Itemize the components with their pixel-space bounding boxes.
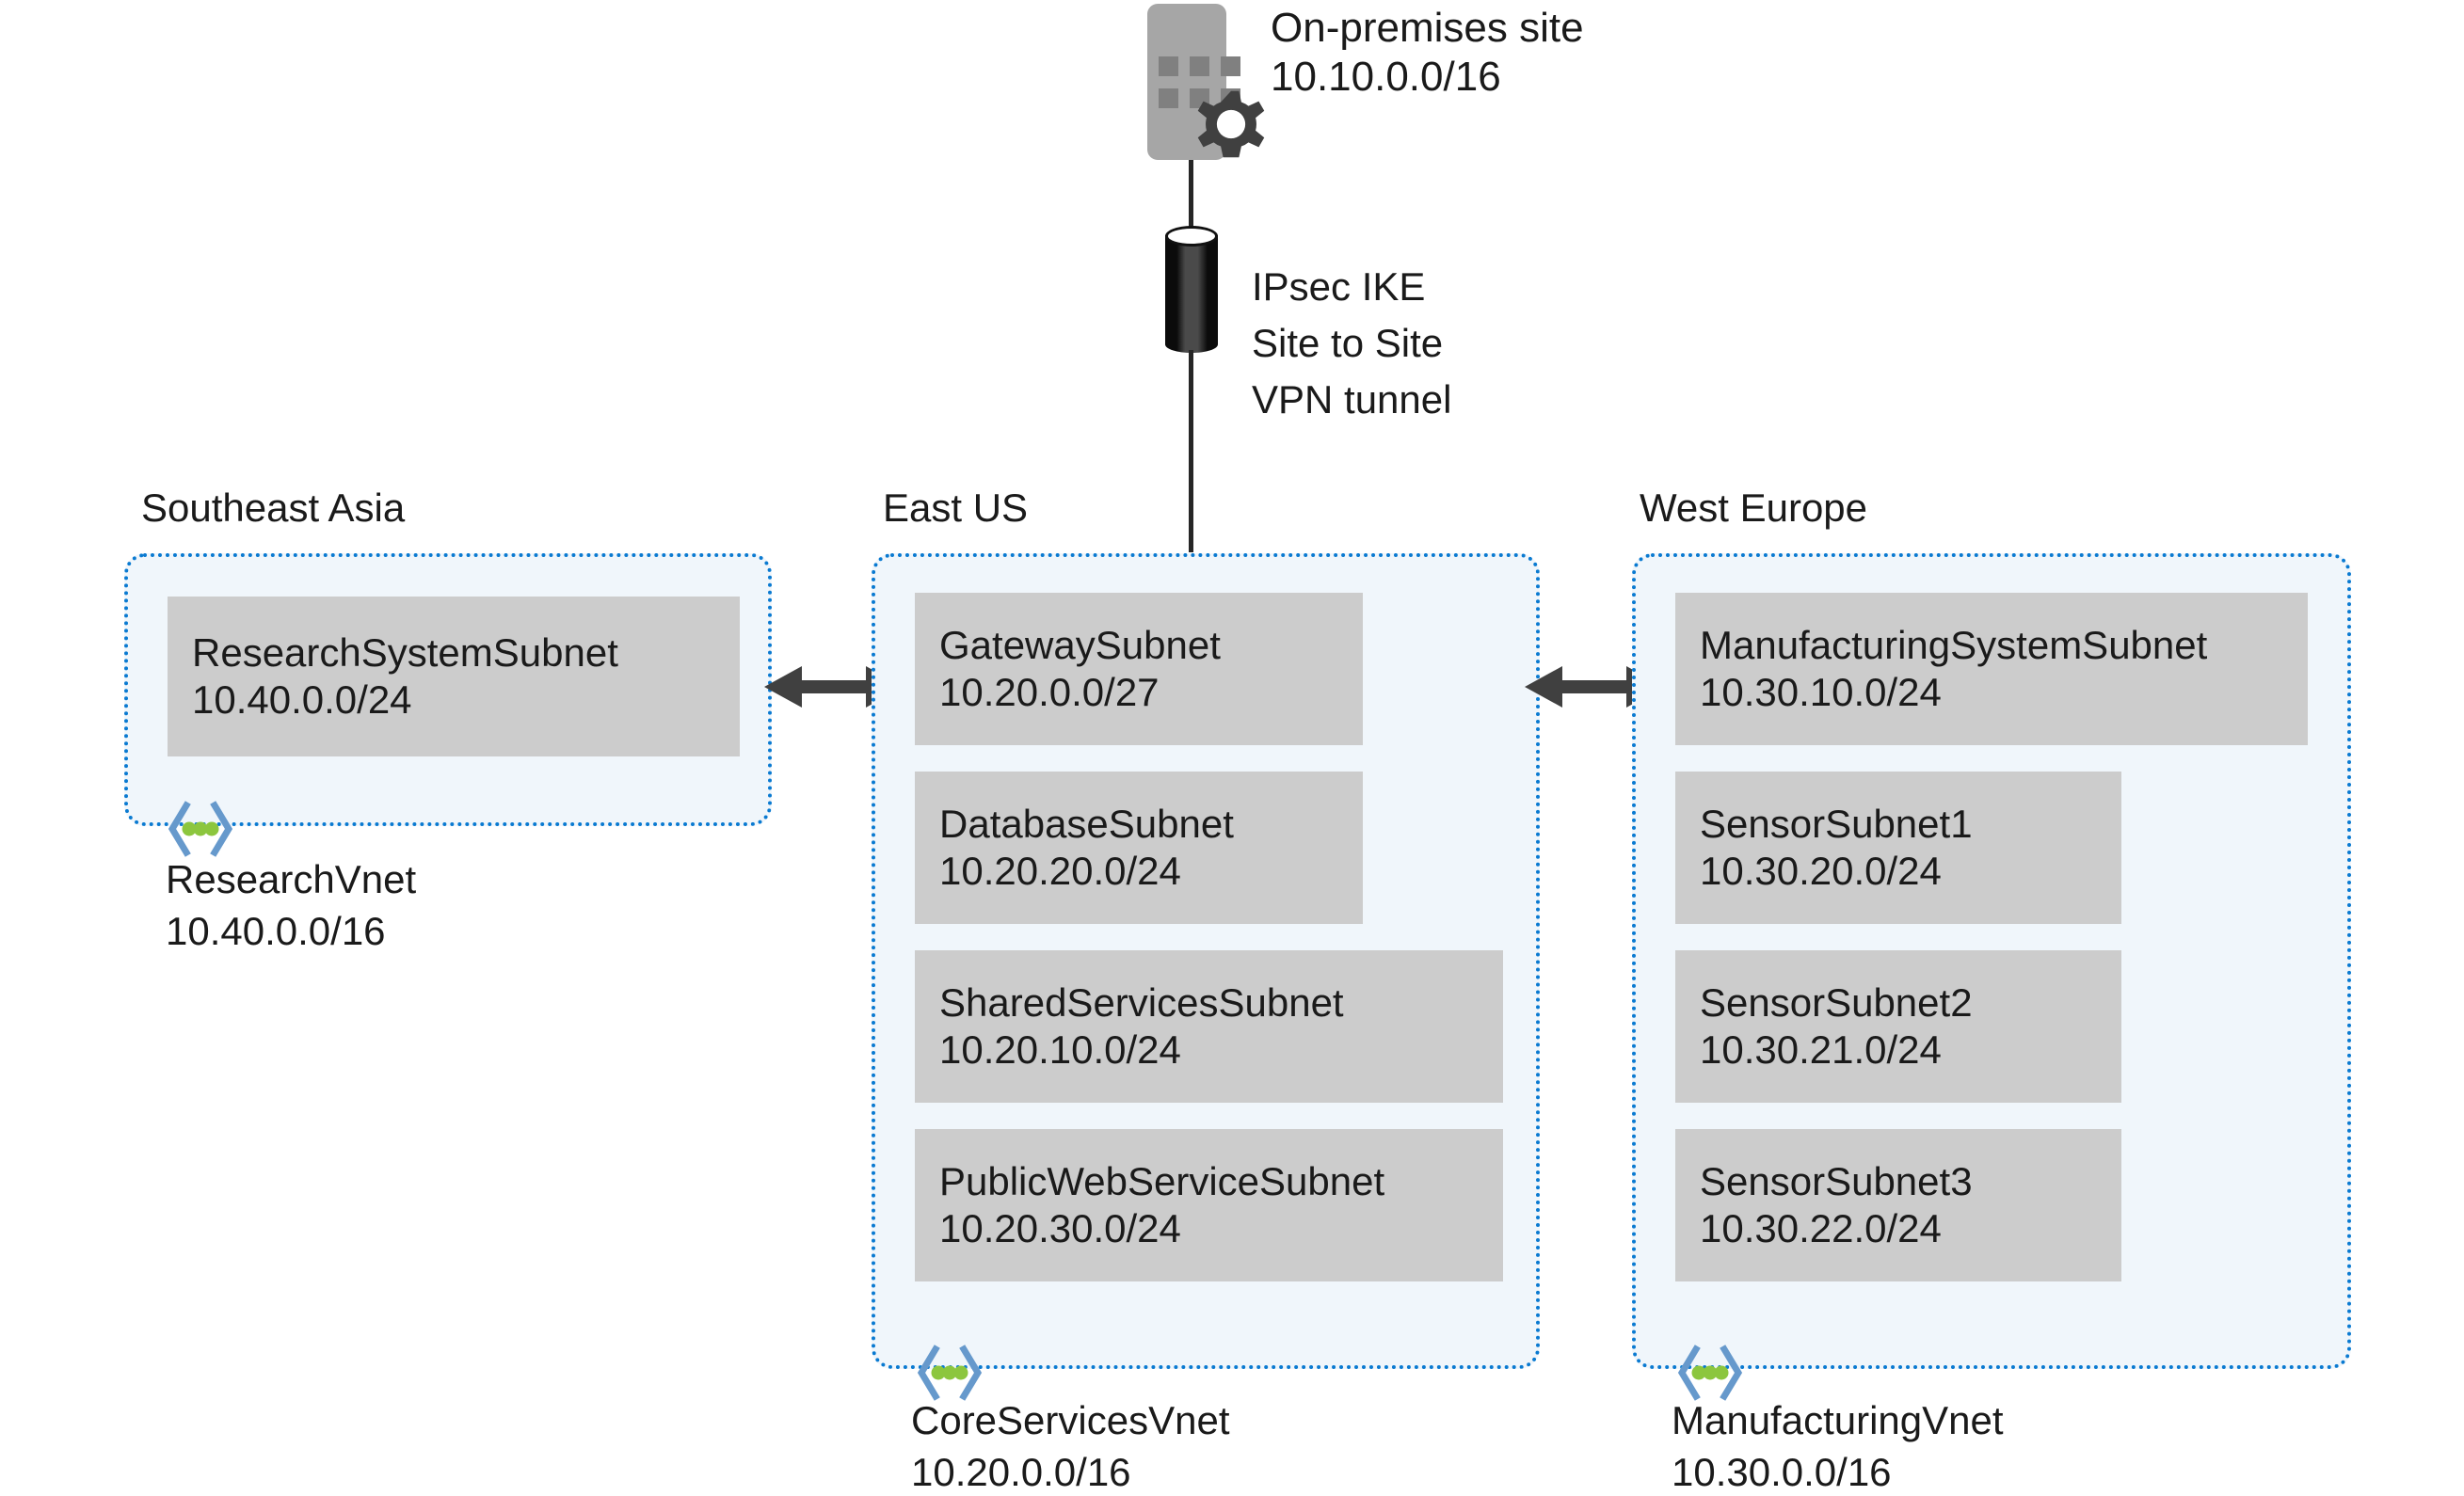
subnet-cidr: 10.40.0.0/24 [192, 677, 412, 722]
tunnel-cylinder-cap [1165, 226, 1218, 247]
region-label-west-europe: West Europe [1640, 485, 1868, 530]
subnet-name: DatabaseSubnet [939, 801, 1234, 846]
vpn-tunnel-icon [1165, 226, 1218, 358]
subnet-sensor-3[interactable]: SensorSubnet3 10.30.22.0/24 [1675, 1129, 2121, 1281]
vnet-cidr-manufacturing: 10.30.0.0/16 [1672, 1450, 1892, 1494]
region-label-southeast-asia: Southeast Asia [141, 485, 406, 530]
subnet-cidr: 10.20.20.0/24 [939, 849, 1181, 893]
subnet-gateway[interactable]: GatewaySubnet 10.20.0.0/27 [915, 593, 1363, 745]
subnet-name: ManufacturingSystemSubnet [1700, 622, 2208, 667]
subnet-cidr: 10.20.30.0/24 [939, 1206, 1181, 1250]
vpn-line-lower [1189, 350, 1193, 552]
subnet-cidr: 10.30.22.0/24 [1700, 1206, 1942, 1250]
region-label-east-us: East US [883, 485, 1029, 530]
subnet-name: SensorSubnet2 [1700, 979, 1973, 1025]
subnet-cidr: 10.30.21.0/24 [1700, 1027, 1942, 1072]
peering-arrow-core-manufacturing[interactable] [1525, 660, 1664, 713]
vnet-cidr-research: 10.40.0.0/16 [166, 909, 386, 953]
on-premises-server-icon [1147, 4, 1265, 160]
vnet-cidr-core-services: 10.20.0.0/16 [911, 1450, 1131, 1494]
vnet-name-research: ResearchVnet [166, 857, 417, 901]
vnet-chevron-dots-icon [1677, 1345, 1743, 1401]
tunnel-cylinder-body [1165, 235, 1218, 353]
vnet-chevron-dots-icon [917, 1345, 983, 1401]
subnet-name: SensorSubnet3 [1700, 1158, 1973, 1203]
subnet-cidr: 10.20.10.0/24 [939, 1027, 1181, 1072]
subnet-database[interactable]: DatabaseSubnet 10.20.20.0/24 [915, 772, 1363, 924]
gear-icon [1197, 90, 1265, 158]
subnet-name: ResearchSystemSubnet [192, 629, 618, 675]
vnet-name-core-services: CoreServicesVnet [911, 1398, 1230, 1442]
subnet-name: SharedServicesSubnet [939, 979, 1344, 1025]
tunnel-label-line3: VPN tunnel [1252, 377, 1452, 422]
subnet-cidr: 10.20.0.0/27 [939, 670, 1160, 714]
subnet-public-web-service[interactable]: PublicWebServiceSubnet 10.20.30.0/24 [915, 1129, 1503, 1281]
vnet-name-manufacturing: ManufacturingVnet [1672, 1398, 2004, 1442]
vpn-line-upper [1189, 160, 1193, 235]
subnet-research-system[interactable]: ResearchSystemSubnet 10.40.0.0/24 [168, 597, 740, 756]
peering-arrow-research-core[interactable] [764, 660, 904, 713]
subnet-name: PublicWebServiceSubnet [939, 1158, 1385, 1203]
vnet-research[interactable]: ResearchSystemSubnet 10.40.0.0/24 [124, 553, 772, 857]
vnet-chevron-dots-icon [168, 801, 233, 857]
vnet-core-services[interactable]: GatewaySubnet 10.20.0.0/27 DatabaseSubne… [872, 553, 1540, 1401]
subnet-cidr: 10.30.20.0/24 [1700, 849, 1942, 893]
subnet-shared-services[interactable]: SharedServicesSubnet 10.20.10.0/24 [915, 950, 1503, 1103]
server-window-4 [1159, 88, 1178, 108]
server-window-1 [1159, 56, 1178, 76]
server-window-2 [1190, 56, 1209, 76]
on-premises-cidr: 10.10.0.0/16 [1271, 54, 1501, 100]
server-window-3 [1221, 56, 1240, 76]
on-premises-name: On-premises site [1271, 5, 1584, 51]
vnet-manufacturing[interactable]: ManufacturingSystemSubnet 10.30.10.0/24 … [1632, 553, 2351, 1401]
tunnel-label-line1: IPsec IKE [1252, 264, 1426, 309]
subnet-sensor-2[interactable]: SensorSubnet2 10.30.21.0/24 [1675, 950, 2121, 1103]
subnet-cidr: 10.30.10.0/24 [1700, 670, 1942, 714]
subnet-name: GatewaySubnet [939, 622, 1221, 667]
subnet-sensor-1[interactable]: SensorSubnet1 10.30.20.0/24 [1675, 772, 2121, 924]
subnet-name: SensorSubnet1 [1700, 801, 1973, 846]
tunnel-label-line2: Site to Site [1252, 321, 1444, 365]
subnet-manufacturing-system[interactable]: ManufacturingSystemSubnet 10.30.10.0/24 [1675, 593, 2308, 745]
